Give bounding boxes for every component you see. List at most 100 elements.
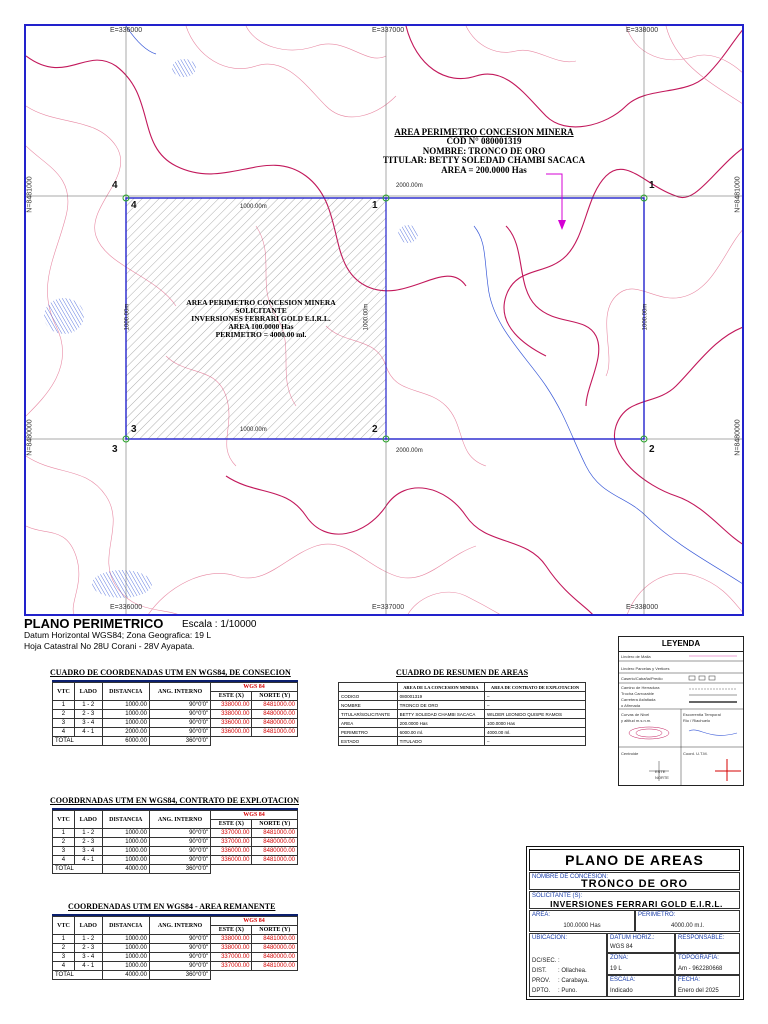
table-cell: 8480000.00 bbox=[251, 943, 298, 953]
table-cell: 90°0'0" bbox=[148, 961, 212, 971]
table-cell: 4 - 1 bbox=[73, 855, 103, 865]
legend-item: NORTE bbox=[655, 775, 669, 780]
table-cell: 6000.00 bbox=[101, 736, 150, 746]
table-cell: 1 bbox=[52, 828, 75, 838]
table-cell: 90°0'0" bbox=[148, 709, 212, 719]
vertex-label: 4 bbox=[131, 200, 137, 211]
column-header: LADO bbox=[73, 810, 103, 829]
column-header: DISTANCIA bbox=[101, 916, 150, 935]
distance-label: 1000.00m bbox=[240, 427, 267, 433]
resumen-title: CUADRO DE RESUMEN DE AREAS bbox=[396, 668, 529, 677]
map-svg bbox=[26, 26, 742, 614]
wetland-marsh bbox=[44, 298, 84, 334]
column-header: AREA DE LA CONCESION MINERA bbox=[396, 682, 486, 692]
column-header: VTC bbox=[52, 810, 75, 829]
table-cell: 1000.00 bbox=[101, 700, 150, 710]
table-cell: – bbox=[484, 700, 586, 710]
vertex-label: 3 bbox=[112, 444, 118, 455]
contour-line bbox=[605, 230, 742, 377]
table-cell: 360°0'0" bbox=[148, 864, 212, 874]
table-cell: 1 bbox=[52, 934, 75, 944]
table-cell: 8480000.00 bbox=[251, 718, 298, 728]
distance-label: 2000.00m bbox=[396, 183, 423, 189]
column-header: VTC bbox=[52, 916, 75, 935]
ubicacion-cell: UBICACION: DC/SEC. : DIST. : Ollachea. P… bbox=[529, 933, 607, 997]
column-header: AREA DE CONTRATO DE EXPLOTACION bbox=[484, 682, 586, 692]
table-cell: 338000.00 bbox=[210, 934, 253, 944]
table-cell: 336000.00 bbox=[210, 727, 253, 737]
table-cell: 4000.00 ml. bbox=[484, 727, 586, 737]
table-cell: 2 - 3 bbox=[73, 837, 103, 847]
table-cell: 4 bbox=[52, 855, 75, 865]
table-cell: WILDER LEONIDO QUISPE RAMOS bbox=[484, 709, 586, 719]
table-cell: 338000.00 bbox=[210, 709, 253, 719]
table-cell: 336000.00 bbox=[210, 846, 253, 856]
contour-line bbox=[503, 148, 742, 357]
table-cell: 338000.00 bbox=[210, 943, 253, 953]
column-header: ESTE (X) bbox=[210, 691, 253, 701]
table-cell: NOMBRE bbox=[338, 700, 398, 710]
table-cell: TITULADO bbox=[396, 736, 486, 746]
resumen-table: AREA DE LA CONCESION MINERA AREA DE CONT… bbox=[338, 682, 586, 746]
fecha-cell: FECHA: Enero del 2025 bbox=[675, 975, 740, 997]
table-cell: 8481000.00 bbox=[251, 700, 298, 710]
table-cell: 90°0'0" bbox=[148, 837, 212, 847]
table-cell: 1000.00 bbox=[101, 961, 150, 971]
contour-line bbox=[613, 327, 742, 545]
table-cell: 1 - 2 bbox=[73, 828, 103, 838]
datum-info: Datum Horizontal WGS84; Zona Geografica:… bbox=[24, 630, 211, 652]
wetland-marsh bbox=[172, 59, 196, 77]
title-main-cell: PLANO DE AREAS bbox=[529, 849, 740, 871]
table-cell: 8481000.00 bbox=[251, 855, 298, 865]
table-cell: 8480000.00 bbox=[251, 952, 298, 962]
table-cell: 1000.00 bbox=[101, 934, 150, 944]
legend-item: Lindero Parcelas y Vertices bbox=[621, 666, 670, 671]
vertex-label: 4 bbox=[112, 180, 118, 191]
table-cell: 3 - 4 bbox=[73, 952, 103, 962]
contour-line bbox=[505, 225, 600, 407]
contour-line bbox=[245, 26, 387, 59]
contour-line bbox=[26, 455, 178, 614]
vertex-label: 1 bbox=[372, 200, 378, 211]
distance-label: 1000.00m bbox=[240, 204, 267, 210]
legend-item: Carretera Asfaltada bbox=[621, 697, 656, 702]
legend-item: ESTE bbox=[655, 769, 666, 774]
table-cell: 2 bbox=[52, 837, 75, 847]
table-cell: 337000.00 bbox=[210, 952, 253, 962]
table-cell: TOTAL bbox=[52, 864, 103, 874]
table-cell: 1000.00 bbox=[101, 709, 150, 719]
table-cell: 1000.00 bbox=[101, 828, 150, 838]
concession-cell: NOMBRE DE CONCESION: TRONCO DE ORO bbox=[529, 872, 740, 890]
grid-label-bottom: E=338000 bbox=[626, 604, 659, 611]
table-cell: 6000.00 ml. bbox=[396, 727, 486, 737]
column-header: NORTE (Y) bbox=[251, 925, 298, 935]
column-header: ESTE (X) bbox=[210, 819, 253, 829]
vertex-label: 1 bbox=[649, 180, 655, 191]
table-cell: 2 bbox=[52, 943, 75, 953]
grid-label-top: E=337000 bbox=[372, 27, 405, 34]
legend-item: Lindero de Malla bbox=[621, 654, 651, 659]
map-frame[interactable]: E=336000 E=337000 E=338000 E=336000 E=33… bbox=[24, 24, 744, 616]
column-header: ESTE (X) bbox=[210, 925, 253, 935]
responsable-cell: RESPONSABLE: bbox=[675, 933, 740, 953]
datum-text: Datum Horizontal WGS84; Zona Geografica:… bbox=[24, 630, 212, 640]
table-cell: 90°0'0" bbox=[148, 855, 212, 865]
datum-cell: DATUM HORIZ.: WGS 84 bbox=[607, 933, 675, 953]
table1-title: CUADRO DE COORDENADAS UTM EN WGS84, DE C… bbox=[50, 668, 291, 677]
solicitante-name: INVERSIONES FERRARI GOLD E.I.R.L. bbox=[550, 899, 723, 909]
table-header-row: AREA DE LA CONCESION MINERA AREA DE CONT… bbox=[338, 682, 586, 692]
